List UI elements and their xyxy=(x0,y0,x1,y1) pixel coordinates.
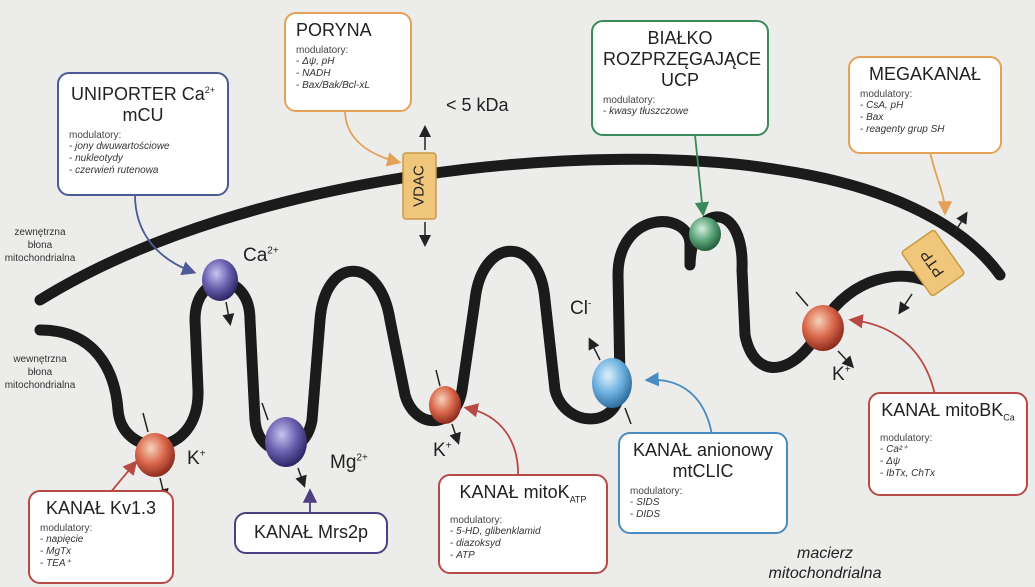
mtclic-channel xyxy=(592,358,632,408)
k-ion-label-kv13: K+ xyxy=(187,448,206,470)
modulator-item: Ca²⁺ xyxy=(880,444,1016,456)
modulator-item: TEA⁺ xyxy=(40,558,162,570)
mrs2p-box: KANAŁ Mrs2p xyxy=(234,512,388,554)
mitokatp-leader xyxy=(467,408,518,480)
modulator-item: napięcie xyxy=(40,534,162,546)
poryna-box: PORYNA modulatory: Δψ, pH NADH Bax/Bak/B… xyxy=(284,12,412,112)
ucp-box: BIAŁKO ROZPRZĘGAJĄCE UCP modulatory: kwa… xyxy=(591,20,769,136)
kv13-box: KANAŁ Kv1.3 modulatory: napięcie MgTx TE… xyxy=(28,490,174,584)
poryna-modulators-label: modulatory: xyxy=(296,45,400,56)
cl-ion-label: Cl- xyxy=(570,298,591,320)
ucp-title: BIAŁKO ROZPRZĘGAJĄCE UCP xyxy=(603,28,757,91)
uniporter-title: UNIPORTER Ca2+ mCU xyxy=(69,80,217,126)
modulator-item: CsA, pH xyxy=(860,100,990,112)
modulator-item: kwasy tłuszczowe xyxy=(603,106,757,118)
mtclic-title: KANAŁ anionowy mtCLIC xyxy=(630,440,776,482)
mitokatp-modulators-label: modulatory: xyxy=(450,515,596,526)
uniporter-modulators: jony dwuwartościowe nukleotydy czerwień … xyxy=(69,141,217,177)
mitokatp-box: KANAŁ mitoKATP modulatory: 5-HD, glibenk… xyxy=(438,474,608,574)
modulator-item: SIDS xyxy=(630,497,776,509)
mtclic-box: KANAŁ anionowy mtCLIC modulatory: SIDS D… xyxy=(618,432,788,534)
vdac-protein: VDAC xyxy=(403,128,436,244)
mrs2p-title: KANAŁ Mrs2p xyxy=(246,522,376,543)
ca-uniporter-channel xyxy=(202,259,238,301)
mitokatp-title: KANAŁ mitoKATP xyxy=(450,482,596,511)
poryna-modulators: Δψ, pH NADH Bax/Bak/Bcl-xL xyxy=(296,56,400,92)
modulator-item: Δψ, pH xyxy=(296,56,400,68)
modulator-item: IbTx, ChTx xyxy=(880,468,1016,480)
mtclic-modulators: SIDS DIDS xyxy=(630,497,776,521)
modulator-item: MgTx xyxy=(40,546,162,558)
poryna-leader xyxy=(345,110,398,162)
modulator-item: nukleotydy xyxy=(69,153,217,165)
megakanal-modulators: CsA, pH Bax reagenty grup SH xyxy=(860,100,990,136)
modulator-item: 5-HD, glibenklamid xyxy=(450,526,596,538)
megakanal-title: MEGAKANAŁ xyxy=(860,64,990,85)
ptp-protein: PTP xyxy=(901,229,965,296)
mitokatp-modulators: 5-HD, glibenklamid diazoksyd ATP xyxy=(450,526,596,562)
ucp-channel xyxy=(689,217,721,251)
megakanal-box: MEGAKANAŁ modulatory: CsA, pH Bax reagen… xyxy=(848,56,1002,154)
poryna-title: PORYNA xyxy=(296,20,400,41)
ucp-leader xyxy=(695,135,703,213)
modulator-item: Bax/Bak/Bcl-xL xyxy=(296,80,400,92)
vdac-label: VDAC xyxy=(410,165,427,207)
uniporter-box: UNIPORTER Ca2+ mCU modulatory: jony dwuw… xyxy=(57,72,229,196)
modulator-item: NADH xyxy=(296,68,400,80)
mitobk-title: KANAŁ mitoBKCa xyxy=(880,400,1016,429)
mitobk-channel xyxy=(802,305,844,351)
matrix-label: macierz mitochondrialna xyxy=(760,544,890,584)
megakanal-modulators-label: modulatory: xyxy=(860,89,990,100)
ca-ion-label: Ca2+ xyxy=(243,245,279,267)
mitobk-leader xyxy=(852,320,935,395)
kv13-modulators-label: modulatory: xyxy=(40,523,162,534)
mg-ion-label: Mg2+ xyxy=(330,452,368,474)
modulator-item: Δψ xyxy=(880,456,1016,468)
mitobk-modulators-label: modulatory: xyxy=(880,433,1016,444)
kv13-title: KANAŁ Kv1.3 xyxy=(40,498,162,519)
uniporter-modulators-label: modulatory: xyxy=(69,130,217,141)
kv13-channel xyxy=(135,433,175,477)
ucp-modulators-label: modulatory: xyxy=(603,95,757,106)
modulator-item: Bax xyxy=(860,112,990,124)
modulator-item: diazoksyd xyxy=(450,538,596,550)
megakanal-leader xyxy=(930,152,945,212)
modulator-item: czerwień rutenowa xyxy=(69,165,217,177)
modulator-item: jony dwuwartościowe xyxy=(69,141,217,153)
mitobk-modulators: Ca²⁺ Δψ IbTx, ChTx xyxy=(880,444,1016,480)
mitokatp-channel xyxy=(429,386,461,424)
modulator-item: ATP xyxy=(450,550,596,562)
mrs2p-channel xyxy=(265,417,307,467)
ucp-modulators: kwasy tłuszczowe xyxy=(603,106,757,118)
k-ion-label-mitobk: K+ xyxy=(832,364,851,386)
modulator-item: DIDS xyxy=(630,509,776,521)
modulator-item: reagenty grup SH xyxy=(860,124,990,136)
inner-membrane-label: wewnętrzna błona mitochondrialna xyxy=(2,353,78,392)
outer-membrane-label: zewnętrzna błona mitochondrialna xyxy=(2,226,78,265)
mtclic-leader xyxy=(648,380,712,435)
kv13-modulators: napięcie MgTx TEA⁺ xyxy=(40,534,162,570)
mtclic-modulators-label: modulatory: xyxy=(630,486,776,497)
k-ion-label-mitokatp: K+ xyxy=(433,440,452,462)
size-label: < 5 kDa xyxy=(446,95,509,116)
mitobk-box: KANAŁ mitoBKCa modulatory: Ca²⁺ Δψ IbTx,… xyxy=(868,392,1028,496)
